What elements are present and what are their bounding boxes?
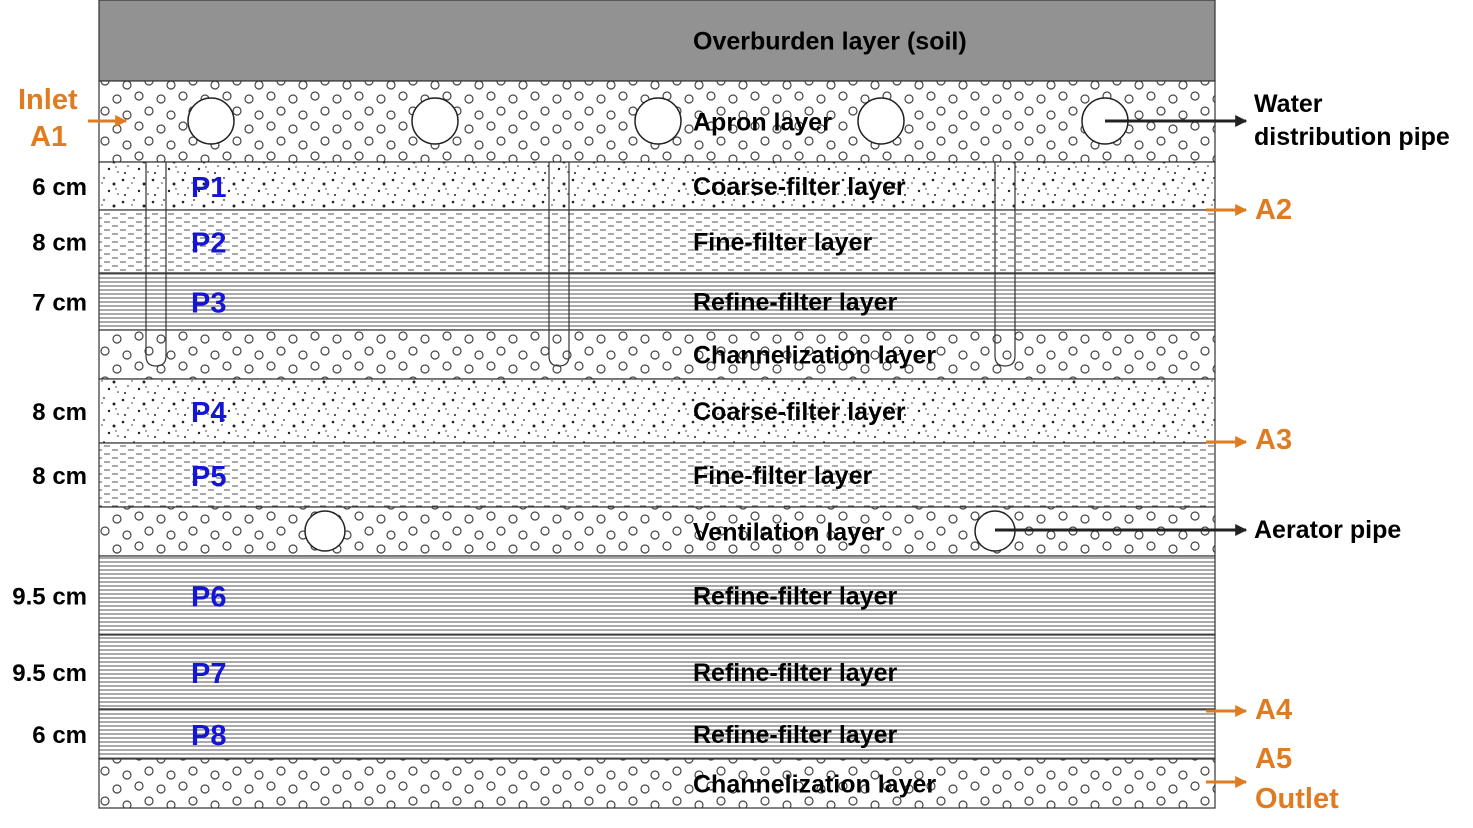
sampling-points: Inlet A1 A2 A3 A4 A5 Outlet — [18, 84, 1339, 815]
layer-11-name: Refine-filter layer — [693, 721, 898, 749]
layer-3-thickness: 8 cm — [32, 230, 87, 257]
a5-label: A5 — [1255, 743, 1292, 775]
layer-12-band — [98, 758, 1216, 809]
layer-9-thickness: 9.5 cm — [12, 584, 87, 611]
layer-10-name: Refine-filter layer — [693, 659, 898, 687]
layer-12-name: Channelization layer — [693, 771, 936, 799]
layer-6-thickness: 8 cm — [32, 399, 87, 426]
layer-6-sample-label: P4 — [191, 397, 226, 429]
water-distribution-pipe-0 — [187, 97, 235, 145]
layer-4-band — [98, 272, 1216, 331]
layer-3-name: Fine-filter layer — [693, 229, 872, 257]
layer-5-name: Channelization layer — [693, 342, 936, 370]
sampling-tube-2 — [994, 162, 1016, 367]
layer-2-name: Coarse-filter layer — [693, 173, 906, 201]
layer-7-thickness: 8 cm — [32, 463, 87, 490]
layer-3-sample-label: P2 — [191, 228, 226, 260]
water-distribution-pipe-3 — [857, 97, 905, 145]
layer-9-band — [98, 555, 1216, 636]
layer-0-band — [98, 0, 1216, 82]
layer-9-name: Refine-filter layer — [693, 583, 898, 611]
aerator-pipe-0 — [304, 510, 346, 552]
aerator-pipe-label: Aerator pipe — [1254, 516, 1401, 544]
layer-labels: Overburden layer (soil) Apron layerCoarse… — [12, 28, 966, 799]
inlet-label: Inlet — [18, 84, 78, 116]
layer-4-name: Refine-filter layer — [693, 289, 898, 317]
sampling-tubes — [145, 162, 1016, 367]
layer-7-band — [98, 442, 1216, 508]
layer-2-thickness: 6 cm — [32, 174, 87, 201]
water-distribution-pipe-1 — [411, 97, 459, 145]
layer-2-band — [98, 161, 1216, 211]
layer-10-thickness: 9.5 cm — [12, 660, 87, 687]
layer-stack — [98, 0, 1216, 809]
layer-1-name: Apron layer — [693, 109, 832, 137]
callouts: Water distribution pipe Aerator pipe — [995, 90, 1450, 544]
layer-6-name: Coarse-filter layer — [693, 398, 906, 426]
layer-5-band — [98, 329, 1216, 380]
sampling-tube-1 — [548, 162, 570, 367]
pipes — [187, 97, 1129, 552]
sampling-tube-0 — [145, 162, 167, 367]
layer-10-sample-label: P7 — [191, 658, 226, 690]
layer-4-sample-label: P3 — [191, 288, 226, 320]
layer-3-band — [98, 209, 1216, 274]
water-pipe-label-line1: Water — [1254, 90, 1323, 118]
layer-0-name: Overburden layer (soil) — [693, 28, 967, 56]
layer-11-sample-label: P8 — [191, 720, 226, 752]
layer-2-sample-label: P1 — [191, 172, 226, 204]
a1-label: A1 — [30, 121, 67, 153]
layer-11-thickness: 6 cm — [32, 722, 87, 749]
water-distribution-pipe-2 — [634, 97, 682, 145]
layer-4-thickness: 7 cm — [32, 290, 87, 317]
outlet-label: Outlet — [1255, 783, 1339, 815]
a3-label: A3 — [1255, 424, 1292, 456]
layer-6-band — [98, 378, 1216, 444]
layer-7-sample-label: P5 — [191, 461, 226, 493]
a4-label: A4 — [1255, 694, 1292, 726]
layer-11-band — [98, 708, 1216, 760]
a2-label: A2 — [1255, 194, 1292, 226]
layer-10-band — [98, 634, 1216, 710]
layer-7-name: Fine-filter layer — [693, 462, 872, 490]
layer-8-name: Ventilation layer — [693, 519, 885, 547]
water-pipe-label-line2: distribution pipe — [1254, 123, 1450, 151]
layer-9-sample-label: P6 — [191, 582, 226, 614]
